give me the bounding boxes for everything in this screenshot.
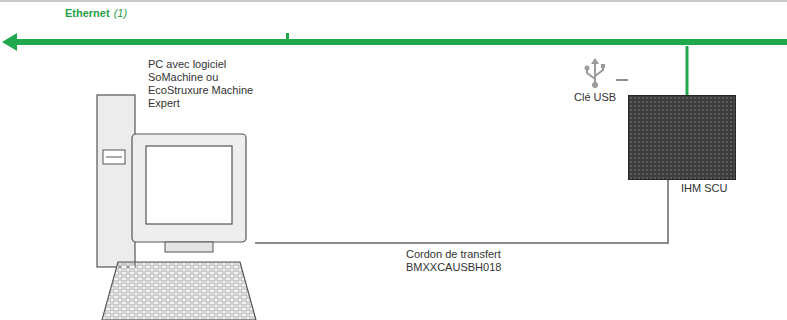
bus-name: Ethernet bbox=[65, 7, 110, 19]
usb-link bbox=[616, 79, 628, 81]
part-label: IHM SCU bbox=[681, 182, 727, 195]
drive-bay bbox=[103, 150, 125, 164]
ethernet-drop bbox=[686, 46, 689, 95]
pc-tower bbox=[97, 95, 135, 267]
ethernet-arrowhead bbox=[2, 33, 17, 51]
bus-label-row: Ethernet (1) bbox=[0, 0, 787, 20]
usb-key: Clé USB bbox=[574, 58, 616, 104]
part-label: PC avec logiciel SoMachine ou EcoStruxur… bbox=[148, 58, 266, 110]
transfer-cable bbox=[255, 180, 668, 243]
ethernet-bus bbox=[15, 39, 787, 45]
hmi-panel: IHM SCU bbox=[628, 95, 736, 180]
cable-label: Cordon de transfert BMXXCAUSBH018 bbox=[404, 248, 520, 274]
usb-symbol bbox=[582, 58, 608, 88]
keyboard bbox=[102, 262, 256, 320]
pc-station: PC avec logiciel SoMachine ou EcoStruxur… bbox=[90, 58, 255, 320]
monitor-screen bbox=[146, 146, 232, 224]
part-label: Clé USB bbox=[574, 91, 616, 104]
top-rule bbox=[0, 0, 787, 2]
drive-slot bbox=[106, 157, 122, 158]
ethernet-bus-band: Ethernet (1) bbox=[0, 0, 787, 46]
monitor bbox=[132, 134, 246, 242]
monitor-stand bbox=[165, 242, 213, 252]
callout-number: (1) bbox=[114, 7, 127, 19]
ethernet-tap bbox=[286, 33, 289, 41]
